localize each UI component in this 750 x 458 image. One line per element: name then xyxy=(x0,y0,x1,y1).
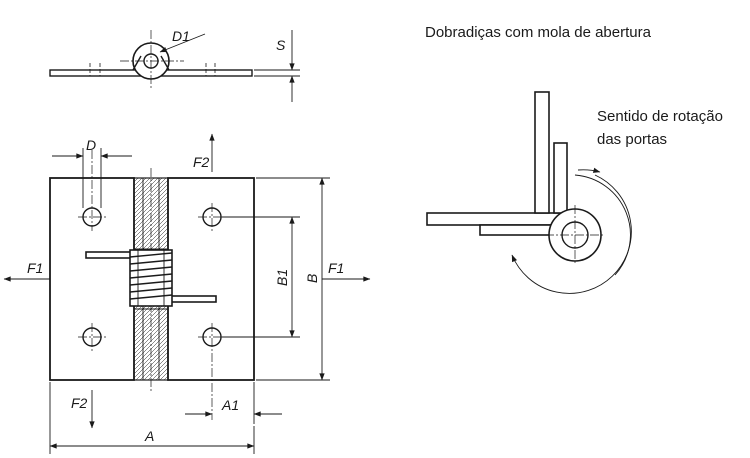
label-s: S xyxy=(276,37,286,53)
force-f2-up: F2 xyxy=(193,133,215,172)
diagram-title: Dobradiças com mola de abertura xyxy=(425,24,652,41)
rotation-note-line2: das portas xyxy=(597,131,667,148)
label-f2-down: F2 xyxy=(71,395,88,411)
force-f1-right: F1 xyxy=(322,260,371,282)
dimension-d1: D1 xyxy=(159,28,206,53)
label-a1: A1 xyxy=(221,397,239,413)
label-f2-up: F2 xyxy=(193,154,210,170)
label-d: D xyxy=(86,137,96,153)
label-a: A xyxy=(144,428,154,444)
hole-bottom-left xyxy=(78,323,106,351)
hole-top-right xyxy=(198,203,226,231)
dimension-s: S xyxy=(254,30,300,102)
label-f1-left: F1 xyxy=(27,260,43,276)
label-b: B xyxy=(304,274,320,283)
dimension-d: D xyxy=(52,137,132,208)
rotation-note-line1: Sentido de rotação xyxy=(597,108,723,125)
spring-coil xyxy=(129,250,173,306)
force-f1-left: F1 xyxy=(3,260,50,282)
dimension-b: B xyxy=(256,177,330,381)
label-b1: B1 xyxy=(274,269,290,286)
dimension-a: A xyxy=(49,382,255,454)
label-d1: D1 xyxy=(172,28,190,44)
hole-bottom-right xyxy=(198,323,226,420)
rotation-diagram xyxy=(426,91,632,294)
front-view xyxy=(49,150,255,420)
dimension-b1: B1 xyxy=(222,216,300,338)
top-view xyxy=(49,30,253,90)
dimension-a1: A1 xyxy=(185,382,282,424)
label-f1-right: F1 xyxy=(328,260,344,276)
hole-top-left xyxy=(78,150,106,231)
force-f2-down: F2 xyxy=(71,390,95,429)
